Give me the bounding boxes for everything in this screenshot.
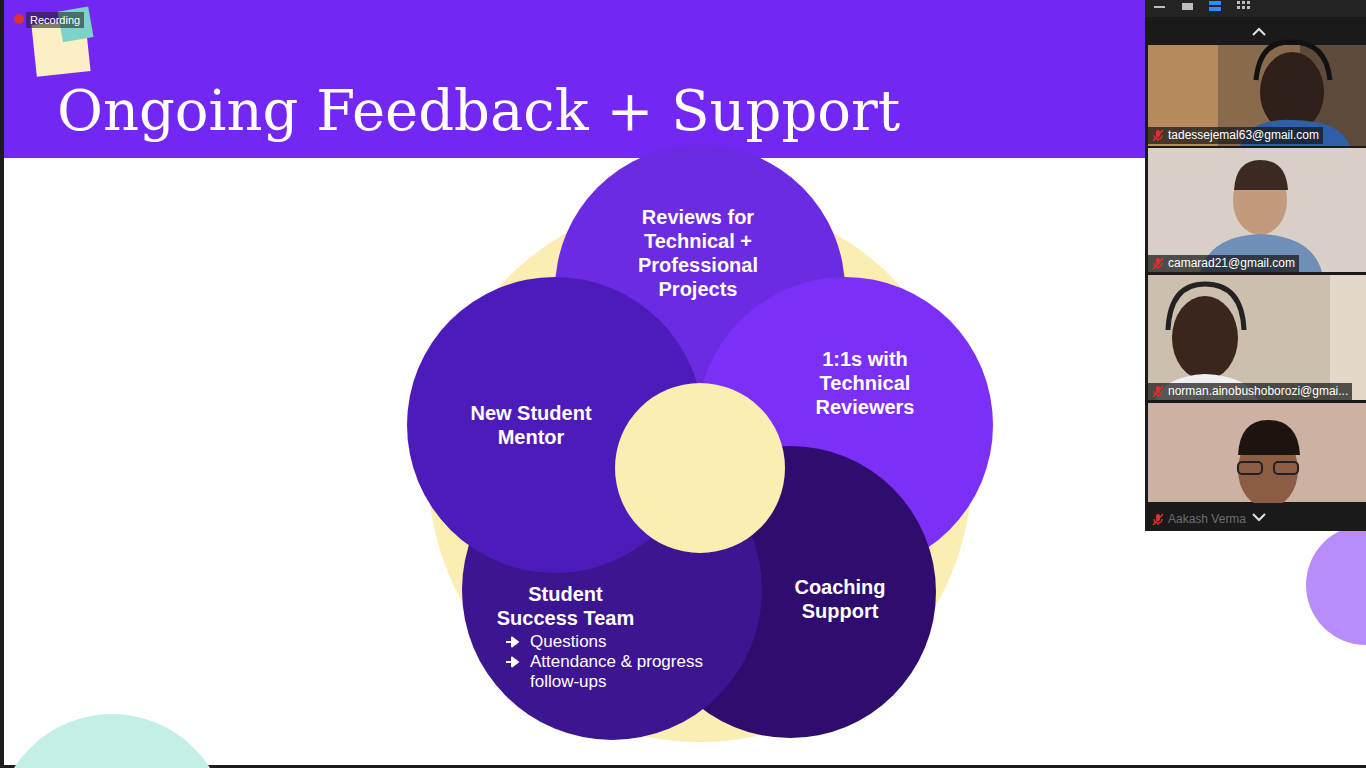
center-circle — [615, 383, 785, 553]
muted-mic-icon — [1152, 385, 1164, 398]
participant-name: camarad21@gmail.com — [1168, 256, 1295, 270]
panel-footer — [1148, 503, 1366, 531]
participant-name-tag: norman.ainobushoborozi@gmai... — [1148, 383, 1352, 400]
participant-name: Aakash Verma — [1168, 512, 1246, 526]
text-group: New Student Mentor — [459, 401, 604, 449]
node-heading: 1:1s with Technical Reviewers — [806, 347, 924, 419]
participant-name-tag: Aakash Verma — [1148, 511, 1250, 528]
bullet-item: Questions — [493, 632, 730, 652]
text-group: Student Success TeamQuestionsAttendance … — [493, 582, 733, 692]
node-heading: Reviews for Technical + Professional Pro… — [623, 205, 773, 301]
grid-icon — [1237, 1, 1250, 9]
scroll-up-chevron — [1253, 29, 1265, 35]
decor-circle — [0, 714, 228, 768]
participant-name-tag: camarad21@gmail.com — [1148, 255, 1299, 272]
view-icon — [1182, 3, 1193, 10]
recording-dot — [14, 14, 24, 24]
text-group: Coaching Support — [784, 575, 896, 623]
video-tile — [1148, 403, 1366, 508]
muted-mic-icon — [1152, 513, 1164, 526]
text-group: Reviews for Technical + Professional Pro… — [623, 205, 773, 301]
decor-circle — [1306, 525, 1366, 645]
view-icon — [1209, 1, 1221, 5]
text-group: 1:1s with Technical Reviewers — [806, 347, 924, 419]
muted-mic-icon — [1152, 257, 1164, 270]
participant-panel — [1145, 0, 1366, 531]
muted-mic-icon — [1152, 129, 1164, 142]
panel-toolbar — [1145, 0, 1366, 17]
participant-name: tadessejemal63@gmail.com — [1168, 128, 1319, 142]
slide-title: Ongoing Feedback + Support — [57, 76, 900, 146]
bullet-item: Attendance & progress follow-ups — [493, 652, 730, 692]
node-heading: Student Success Team — [493, 582, 638, 630]
video-tile — [1148, 275, 1366, 400]
node-heading: Coaching Support — [784, 575, 896, 623]
minimize-icon — [1154, 6, 1165, 8]
bullet-arrow — [505, 636, 521, 648]
view-icon — [1209, 7, 1221, 11]
scroll-down-chevron — [1253, 514, 1265, 520]
participant-name: norman.ainobushoborozi@gmai... — [1168, 384, 1348, 398]
video-tile — [1148, 148, 1366, 272]
recording-status-tag: Recording — [26, 12, 84, 28]
video-tile — [1148, 42, 1366, 146]
slide-canvas — [4, 0, 1366, 765]
recording-status: Recording — [30, 14, 80, 26]
bullet-arrow — [505, 656, 521, 668]
node-heading: New Student Mentor — [459, 401, 604, 449]
participant-name-tag: tadessejemal63@gmail.com — [1148, 127, 1323, 144]
